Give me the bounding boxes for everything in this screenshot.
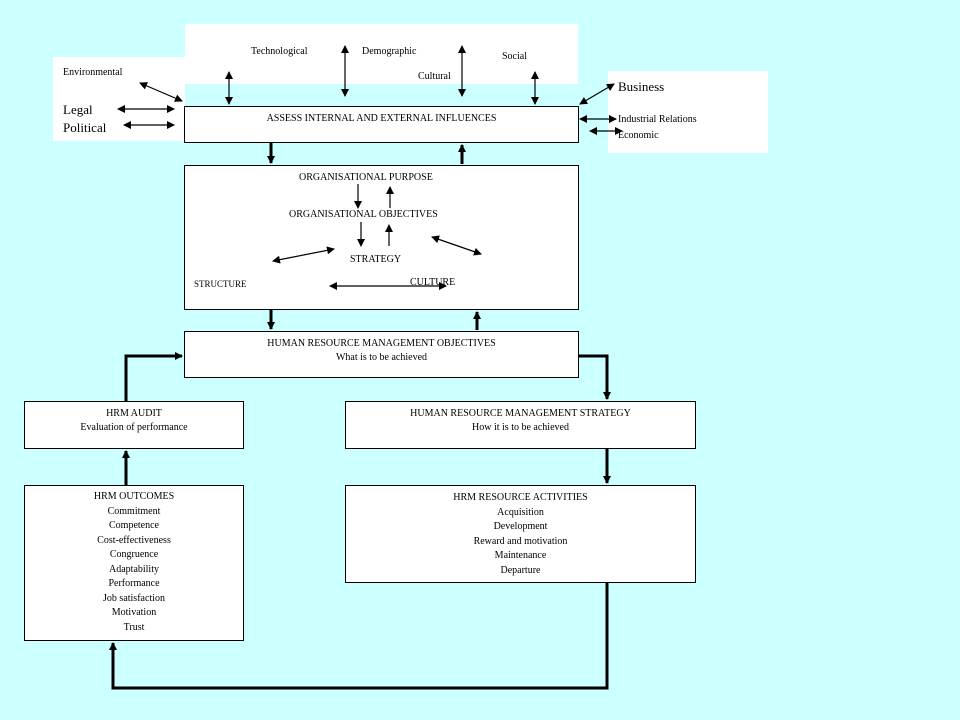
outcome-item: Performance [108, 578, 160, 589]
outcome-item: Adaptability [109, 563, 159, 575]
industrial-relations-label: Industrial Relations [618, 114, 697, 125]
political-label: Political [63, 120, 107, 135]
economic-label: Economic [618, 130, 659, 141]
audit-to-objectives-connector [124, 352, 183, 401]
outcome-item: Trust [123, 621, 145, 633]
technological-label: Technological [251, 46, 308, 57]
hrm-strategy-box: HUMAN RESOURCE MANAGEMENT STRATEGY How i… [345, 401, 696, 449]
outcome-item: Cost-effectiveness [97, 534, 171, 546]
activity-item: Reward and motivation [473, 535, 568, 547]
outcome-item: Job satisfaction [103, 592, 165, 604]
activity-item: Development [493, 521, 548, 532]
strategy-label: STRATEGY [350, 254, 402, 265]
social-label: Social [502, 51, 527, 62]
organisational-box: ORGANISATIONAL PURPOSE ORGANISATIONAL OB… [184, 165, 579, 310]
outcome-item: Congruence [109, 549, 159, 560]
culture-label: CULTURE [410, 277, 456, 288]
hrm-audit-box: HRM AUDIT Evaluation of performance [24, 401, 244, 449]
hrm-activities-box: HRM RESOURCE ACTIVITIES Acquisition Deve… [345, 485, 696, 583]
hrm-outcomes-box: HRM OUTCOMES Commitment Competence Cost-… [24, 485, 244, 641]
assess-influences-box: ASSESS INTERNAL AND EXTERNAL INFLUENCES [184, 106, 579, 143]
hrm-audit-subtitle: Evaluation of performance [80, 422, 188, 433]
right-forces-panel [608, 71, 768, 153]
demographic-label: Demographic [362, 46, 417, 57]
structure-label: STRUCTURE [194, 279, 247, 289]
hrm-audit-title: HRM AUDIT [106, 408, 162, 419]
business-label: Business [618, 79, 665, 94]
objectives-to-strategy-connector [579, 354, 611, 400]
activity-item: Acquisition [497, 506, 544, 518]
cultural-label: Cultural [418, 71, 451, 82]
top-forces-panel [185, 24, 578, 84]
hrm-outcomes-title: HRM OUTCOMES [93, 491, 175, 502]
hrm-activities-title: HRM RESOURCE ACTIVITIES [453, 492, 588, 503]
activity-item: Maintenance [494, 550, 547, 561]
organisational-purpose-label: ORGANISATIONAL PURPOSE [299, 172, 433, 183]
environmental-label: Environmental [63, 67, 123, 78]
assess-influences-title: ASSESS INTERNAL AND EXTERNAL INFLUENCES [266, 113, 497, 124]
hrm-objectives-subtitle: What is to be achieved [335, 352, 428, 363]
hrm-strategy-title: HUMAN RESOURCE MANAGEMENT STRATEGY [410, 408, 631, 419]
activity-item: Departure [500, 564, 541, 576]
outcome-item: Commitment [107, 505, 161, 517]
outcome-item: Motivation [111, 607, 157, 618]
organisational-objectives-label: ORGANISATIONAL OBJECTIVES [289, 209, 438, 220]
outcome-item: Competence [109, 520, 159, 531]
legal-label: Legal [63, 102, 93, 117]
hrm-strategy-subtitle: How it is to be achieved [472, 422, 569, 433]
hrm-objectives-title: HUMAN RESOURCE MANAGEMENT OBJECTIVES [267, 338, 496, 349]
hrm-objectives-box: HUMAN RESOURCE MANAGEMENT OBJECTIVES Wha… [184, 331, 579, 378]
